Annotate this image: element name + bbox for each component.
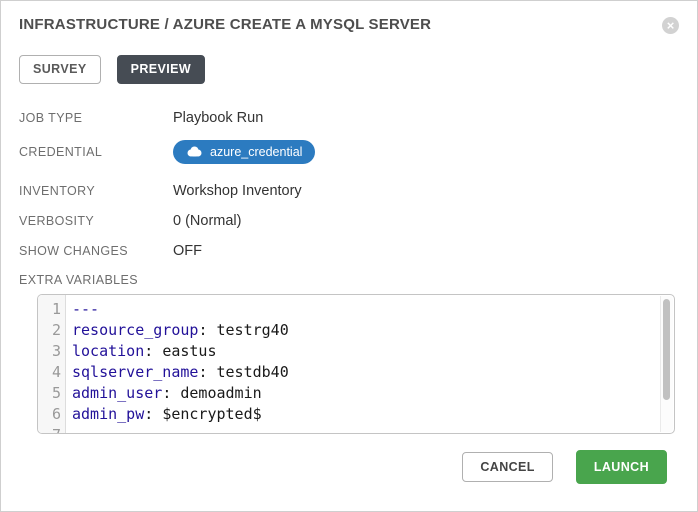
line-number: 5	[51, 383, 61, 402]
extra-variables-label: EXTRA VARIABLES	[19, 272, 139, 287]
modal-header: INFRASTRUCTURE / AZURE CREATE A MYSQL SE…	[19, 1, 679, 34]
yaml-value: $encrypted$	[162, 404, 262, 423]
editor-line-number-gutter: 1 2 3 4 5 6 7	[38, 294, 66, 433]
yaml-value: demoadmin	[180, 383, 262, 402]
line-number: 1	[51, 299, 61, 318]
inventory-value: Workshop Inventory	[173, 182, 302, 199]
extra-variables-editor[interactable]: 1 2 3 4 5 6 7 --- resource_group: testrg…	[37, 293, 675, 434]
credential-label: CREDENTIAL	[19, 144, 103, 159]
detail-row-job-type: JOB TYPE Playbook Run	[19, 110, 679, 126]
show-changes-value: OFF	[173, 242, 202, 259]
modal-footer: CANCEL LAUNCH	[462, 449, 667, 484]
yaml-code-area[interactable]: --- resource_group: testrg40 location: e…	[66, 295, 674, 433]
yaml-key: ---	[72, 299, 100, 318]
yaml-value: testdb40	[216, 362, 289, 381]
detail-row-verbosity: VERBOSITY 0 (Normal)	[19, 213, 679, 229]
code-line: location: eastus	[72, 341, 217, 360]
code-line: sqlserver_name: testdb40	[72, 362, 289, 381]
detail-row-credential: CREDENTIAL azure_credential	[19, 139, 679, 164]
line-number: 6	[51, 404, 61, 423]
job-type-value: Playbook Run	[173, 109, 264, 126]
inventory-label: INVENTORY	[19, 183, 96, 198]
cancel-button[interactable]: CANCEL	[462, 451, 553, 482]
show-changes-label: SHOW CHANGES	[19, 243, 128, 258]
scrollbar-thumb[interactable]	[663, 298, 670, 400]
detail-row-inventory: INVENTORY Workshop Inventory	[19, 183, 679, 199]
line-number: 3	[51, 341, 61, 360]
yaml-key: resource_group	[72, 320, 199, 339]
editor-scrollbar[interactable]	[660, 295, 673, 432]
tab-preview[interactable]: PREVIEW	[116, 55, 206, 84]
tab-survey[interactable]: SURVEY	[19, 55, 101, 84]
code-line: admin_user: demoadmin	[72, 383, 262, 402]
job-details: JOB TYPE Playbook Run CREDENTIAL azu	[19, 110, 679, 259]
yaml-value: eastus	[162, 341, 217, 360]
verbosity-label: VERBOSITY	[19, 213, 95, 228]
code-line: ---	[66, 299, 674, 320]
line-number: 7	[38, 425, 65, 433]
detail-row-show-changes: SHOW CHANGES OFF	[19, 243, 679, 259]
job-type-label: JOB TYPE	[19, 110, 83, 125]
yaml-key: sqlserver_name	[72, 362, 199, 381]
yaml-key: admin_pw	[72, 404, 145, 423]
credential-badge-label: azure_credential	[210, 144, 303, 159]
code-line: admin_pw: $encrypted$	[72, 404, 262, 423]
code-line: resource_group: testrg40	[72, 320, 289, 339]
launch-button[interactable]: LAUNCH	[575, 449, 667, 484]
tab-bar: SURVEY PREVIEW	[19, 55, 679, 84]
yaml-key: location	[72, 341, 145, 360]
page-title: INFRASTRUCTURE / AZURE CREATE A MYSQL SE…	[19, 16, 432, 33]
yaml-value: testrg40	[216, 320, 289, 339]
verbosity-value: 0 (Normal)	[173, 212, 242, 229]
cloud-icon	[186, 146, 202, 157]
yaml-key: admin_user	[72, 383, 163, 402]
code-line	[66, 425, 674, 433]
credential-badge: azure_credential	[173, 139, 316, 164]
close-icon[interactable]: ×	[662, 17, 679, 34]
line-number: 2	[51, 320, 61, 339]
line-number: 4	[51, 362, 61, 381]
